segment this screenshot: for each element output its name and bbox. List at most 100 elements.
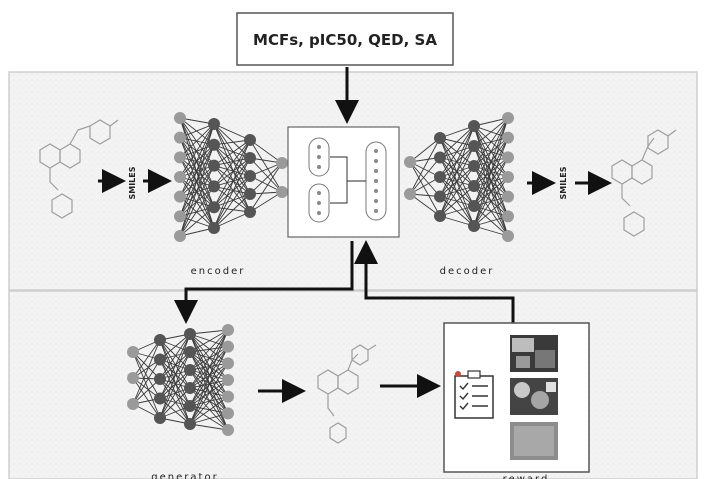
- network-node: [222, 424, 234, 436]
- network-node: [502, 151, 514, 164]
- network-edge: [179, 157, 215, 208]
- network-node: [222, 407, 234, 420]
- network-node: [502, 112, 514, 124]
- network-node: [184, 328, 196, 340]
- network-node: [276, 157, 288, 169]
- network-node: [184, 418, 196, 430]
- network-edge: [179, 123, 215, 139]
- network-node: [208, 222, 220, 234]
- generated-molecule-icon: [317, 344, 377, 444]
- network-edge: [159, 339, 191, 407]
- network-edge: [473, 137, 509, 227]
- encoder-network-icon: [174, 112, 288, 242]
- network-edge: [473, 196, 509, 227]
- input-smiles-label: SMILES: [128, 166, 137, 199]
- network-edge: [189, 412, 229, 425]
- network-node: [244, 188, 256, 200]
- network-node: [174, 230, 186, 242]
- network-edge: [179, 123, 215, 217]
- network-edge: [213, 157, 251, 208]
- network-node: [208, 201, 220, 214]
- reward-image-2: [510, 378, 558, 415]
- network-node: [222, 390, 234, 403]
- latent-to-generator-arrow: [174, 241, 354, 324]
- network-edge: [159, 359, 191, 407]
- network-edge: [189, 387, 229, 398]
- network-edge: [132, 351, 161, 419]
- network-edge: [159, 359, 191, 389]
- network-edge: [213, 157, 251, 187]
- network-edge: [179, 123, 215, 178]
- network-node: [502, 171, 514, 183]
- network-node: [154, 412, 166, 424]
- network-edge: [213, 193, 251, 208]
- network-edge: [189, 369, 229, 381]
- network-edge: [189, 423, 229, 431]
- network-edge: [189, 369, 229, 398]
- network-edge: [473, 117, 509, 167]
- network-edge: [473, 117, 509, 187]
- network-edge: [439, 125, 475, 197]
- network-edge: [409, 137, 441, 195]
- checklist-icon: [454, 370, 494, 419]
- network-edge: [189, 329, 229, 407]
- network-edge: [189, 351, 229, 364]
- network-node: [434, 132, 446, 144]
- network-edge: [132, 351, 161, 399]
- network-edge: [249, 139, 283, 164]
- generator-label: generator: [151, 472, 218, 479]
- network-node: [127, 372, 139, 384]
- network-edge: [179, 156, 215, 187]
- network-edge: [213, 123, 251, 195]
- network-edge: [213, 193, 251, 229]
- network-node: [276, 186, 288, 198]
- network-node: [174, 151, 186, 164]
- network-node: [244, 170, 256, 182]
- network-edge: [189, 387, 229, 431]
- network-node: [208, 138, 220, 151]
- network-edge: [189, 333, 229, 397]
- network-edge: [409, 157, 441, 195]
- network-node: [184, 346, 196, 358]
- network-node: [184, 382, 196, 394]
- latent-space-icon: [287, 126, 400, 238]
- network-edge: [213, 139, 251, 229]
- network-edge: [439, 125, 475, 158]
- network-edge: [213, 185, 251, 195]
- network-edge: [189, 329, 229, 371]
- network-edge: [189, 329, 229, 425]
- generator-network-icon: [127, 324, 234, 436]
- network-edge: [213, 139, 251, 208]
- network-node: [222, 324, 234, 336]
- network-node: [468, 120, 480, 132]
- network-edge: [439, 125, 475, 139]
- network-edge: [189, 329, 229, 335]
- network-edge: [189, 329, 229, 353]
- network-edge: [439, 125, 475, 217]
- network-edge: [189, 396, 229, 425]
- decoder-network-icon: [404, 112, 514, 242]
- network-edge: [249, 162, 283, 213]
- network-edge: [409, 161, 441, 217]
- network-edge: [249, 139, 283, 193]
- network-edge: [179, 123, 215, 197]
- network-edge: [439, 125, 475, 178]
- network-node: [404, 188, 416, 200]
- network-node: [184, 364, 196, 376]
- network-edge: [213, 123, 251, 177]
- network-edge: [159, 369, 191, 419]
- network-edge: [213, 123, 251, 159]
- network-node: [174, 190, 186, 203]
- network-edge: [189, 362, 229, 371]
- network-edge: [213, 139, 251, 187]
- network-node: [222, 340, 234, 353]
- network-node: [244, 152, 256, 164]
- network-node: [502, 131, 514, 144]
- network-node: [127, 346, 139, 358]
- network-node: [434, 151, 446, 164]
- network-edge: [409, 161, 441, 197]
- output-molecule-icon: [611, 129, 677, 237]
- network-edge: [189, 346, 229, 425]
- network-edge: [159, 333, 191, 360]
